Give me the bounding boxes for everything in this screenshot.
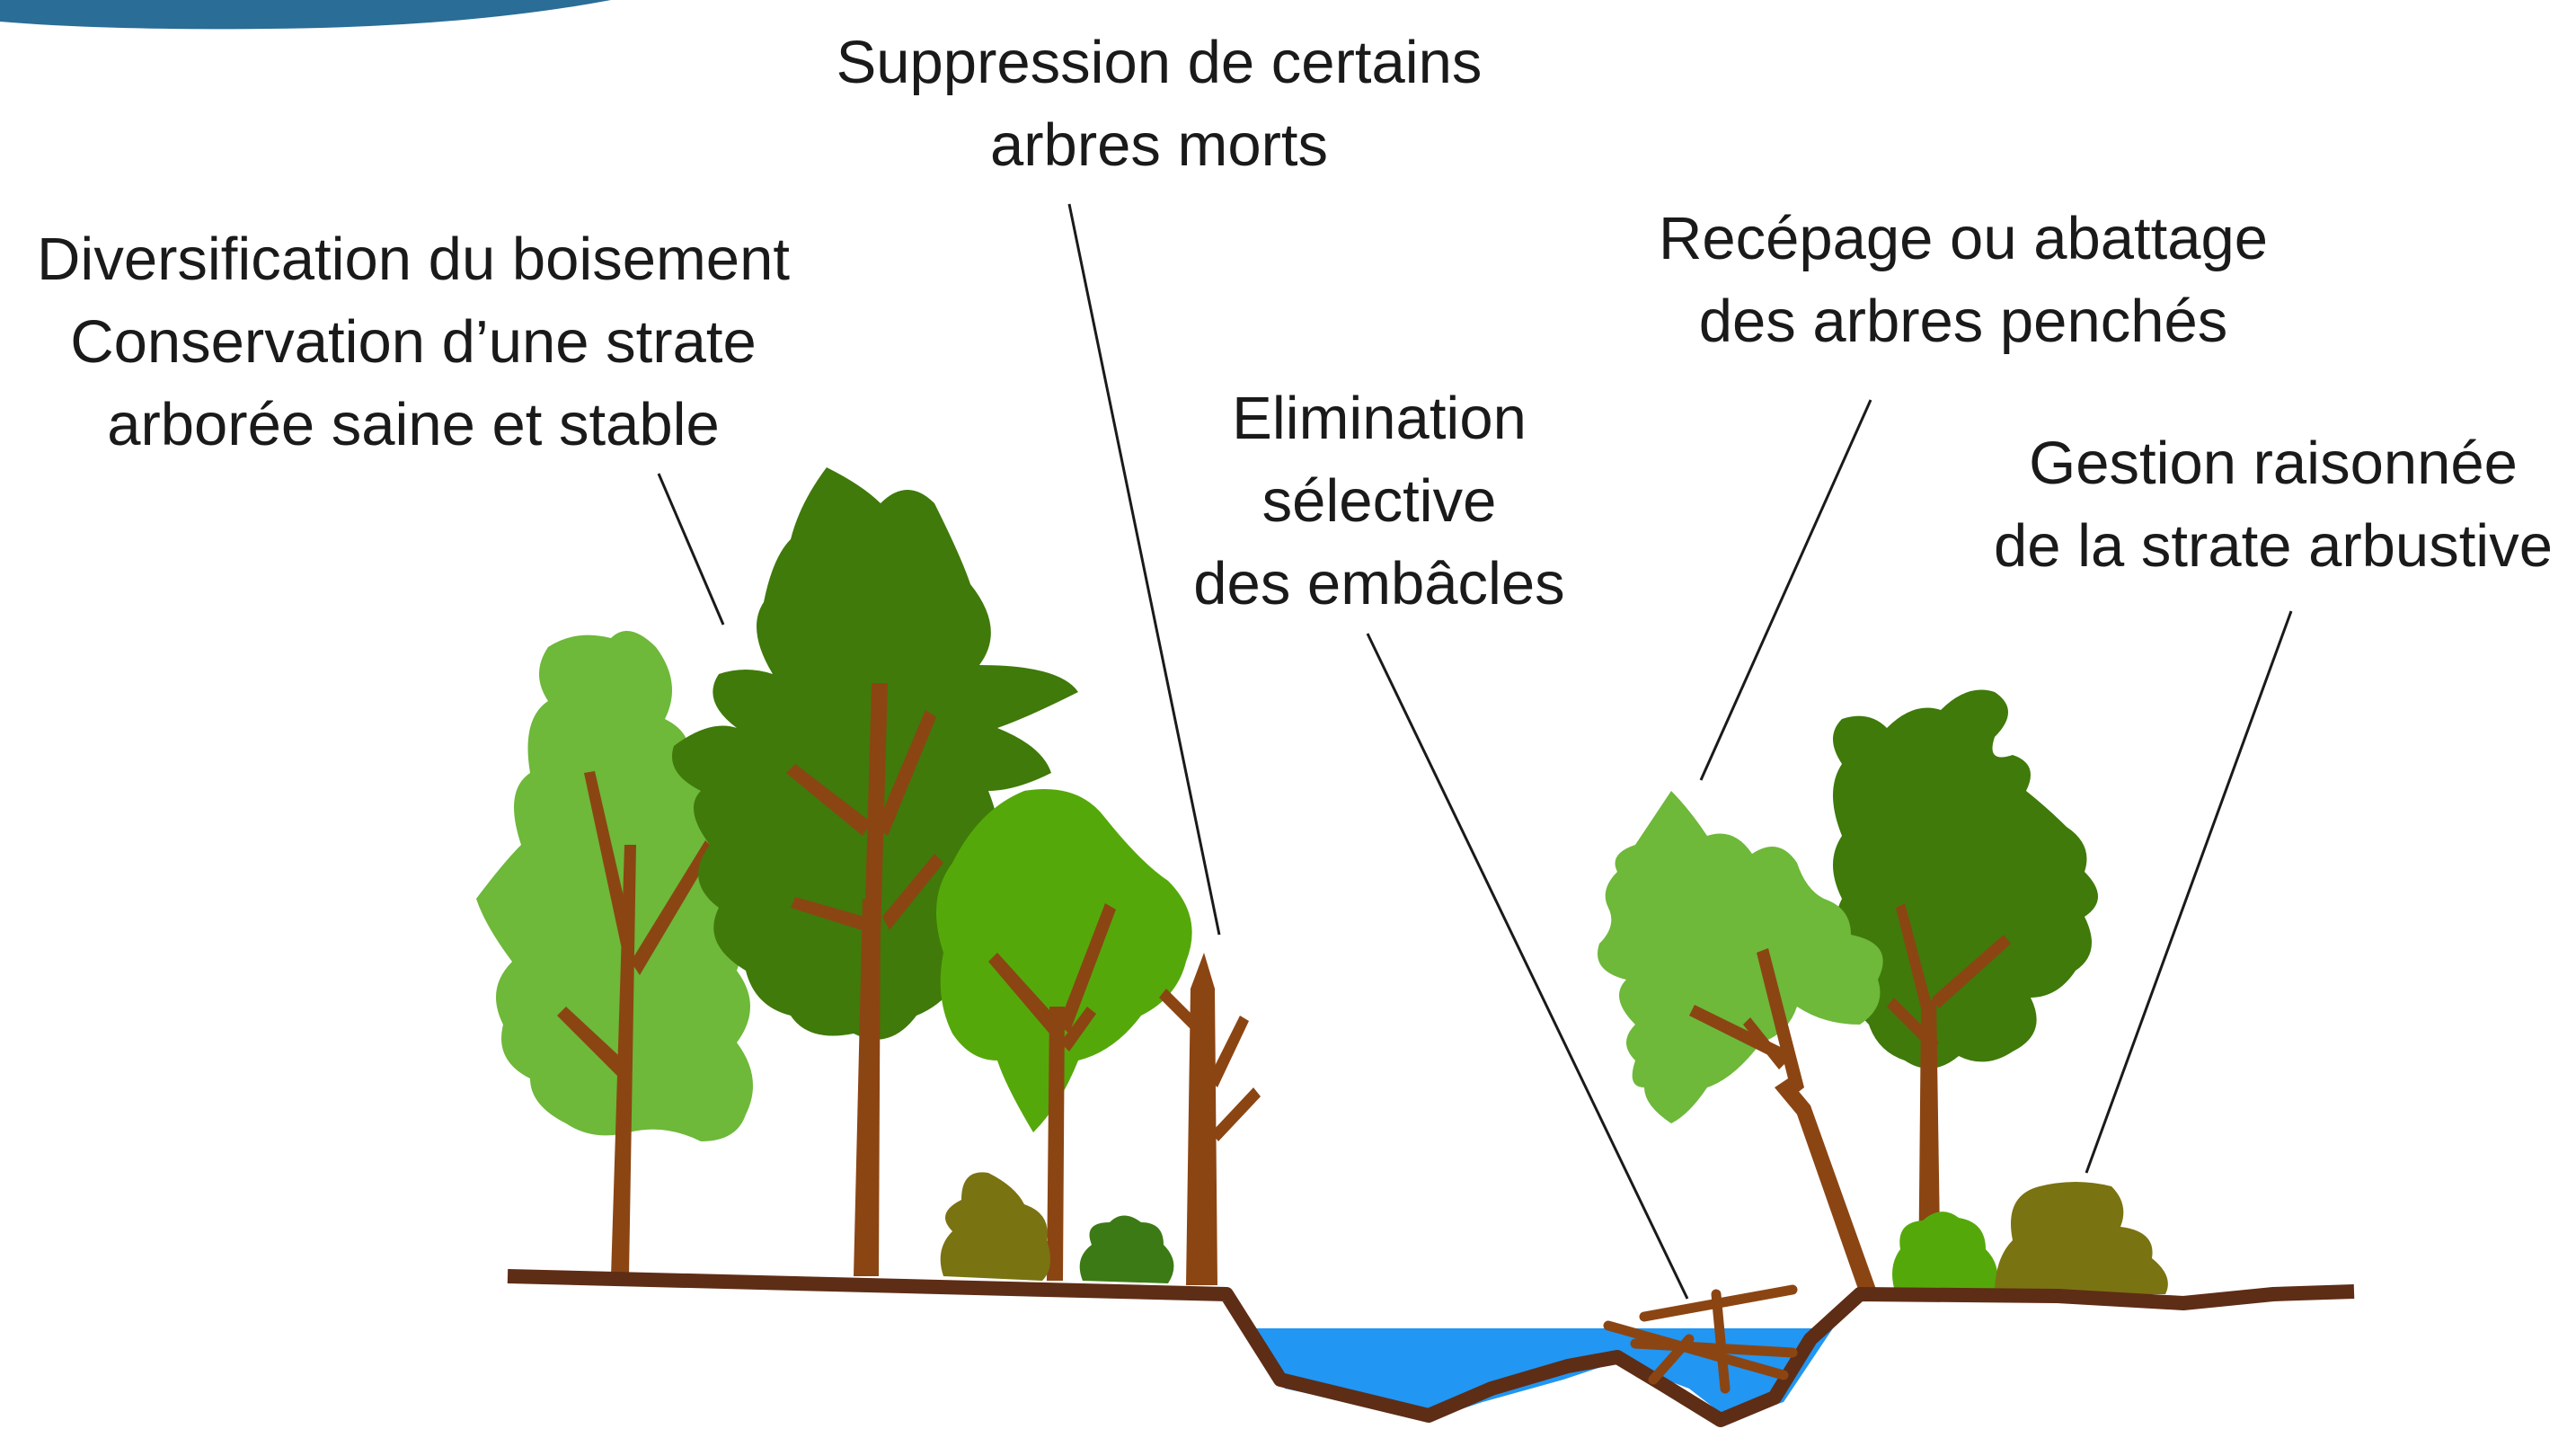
label-elimination-line-3: des embâcles — [1193, 550, 1565, 617]
label-suppression-line-1: Suppression de certains — [836, 29, 1483, 96]
label-recepage-line-2: des arbres penchés — [1698, 288, 2228, 355]
logjam — [1603, 1284, 1798, 1394]
leader-suppression — [1067, 203, 1221, 936]
label-gestion-line-1: Gestion raisonnée — [2029, 430, 2518, 497]
tree-right-light — [1598, 791, 1883, 1294]
leader-gestion — [2085, 610, 2293, 1174]
label-diversification-line-2: Conservation d’une strate — [70, 308, 757, 376]
label-suppression-line-2: arbres morts — [989, 111, 1329, 179]
label-diversification: Diversification du boisement Conservatio… — [18, 218, 809, 466]
tree-right-dark — [1833, 689, 2098, 1069]
shrub-dark-left — [1079, 1215, 1174, 1283]
label-recepage: Recépage ou abattage des arbres penchés — [1631, 198, 2296, 363]
label-suppression: Suppression de certains arbres morts — [818, 22, 1500, 187]
leader-lines — [657, 203, 2293, 1300]
leader-elimination — [1366, 633, 1689, 1300]
leader-diversification — [657, 473, 725, 626]
shrub-olive-left — [940, 1172, 1050, 1281]
shrub-green-right — [1892, 1212, 1998, 1294]
label-recepage-line-1: Recépage ou abattage — [1658, 205, 2268, 272]
tree-left-bright — [936, 789, 1192, 1281]
label-gestion: Gestion raisonnée de la strate arbustive — [1977, 422, 2570, 588]
label-gestion-line-2: de la strate arbustive — [1994, 512, 2553, 580]
banner-shape — [0, 0, 611, 30]
label-diversification-line-1: Diversification du boisement — [37, 226, 790, 293]
shrub-olive-right — [1995, 1182, 2168, 1294]
label-diversification-line-3: arborée saine et stable — [107, 391, 720, 458]
leader-recepage — [1699, 399, 1872, 781]
label-elimination-line-2: sélective — [1261, 467, 1497, 535]
ground-profile — [507, 1269, 2355, 1427]
tree-dead — [1159, 953, 1261, 1285]
label-elimination-line-1: Elimination — [1232, 385, 1527, 452]
label-elimination: Elimination sélective des embâcles — [1168, 377, 1590, 626]
